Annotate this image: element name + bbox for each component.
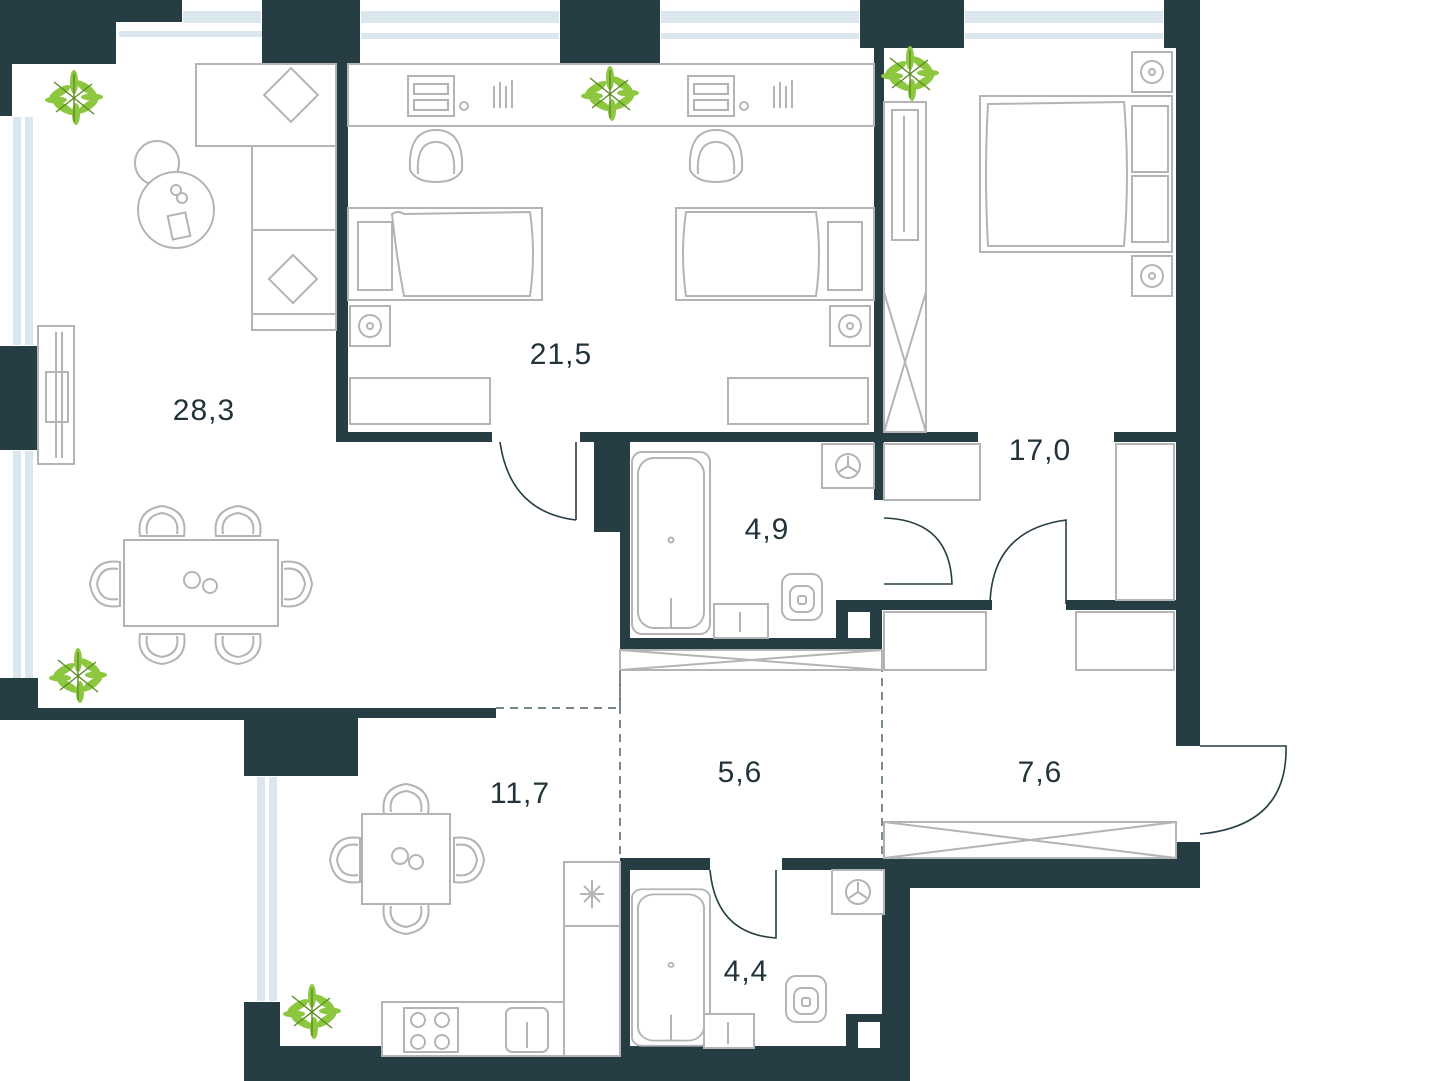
double-bed — [883, 51, 1175, 601]
area-label-kitchen: 11,7 — [489, 777, 551, 810]
kitchen-furniture — [329, 783, 621, 1057]
area-label-bathroom-2: 4,4 — [723, 955, 769, 988]
area-label-entrance-hall: 7,6 — [1017, 756, 1063, 789]
dining-table — [89, 505, 313, 665]
bathroom-1-fixtures — [631, 443, 875, 639]
tv-unit — [37, 325, 75, 465]
bed-right — [675, 207, 875, 425]
area-label-hall: 5,6 — [717, 756, 763, 789]
bed-left — [347, 207, 543, 425]
wardrobe — [883, 101, 927, 433]
sofa — [195, 63, 337, 331]
area-label-bathroom-1: 4,9 — [744, 513, 790, 546]
coffee-table — [134, 140, 215, 249]
doors — [496, 441, 1287, 939]
area-label-kids-bedroom: 21,5 — [529, 338, 593, 371]
bathroom-2-fixtures — [631, 869, 885, 1049]
area-label-master-bedroom: 17,0 — [1008, 434, 1072, 467]
area-label-living-room: 28,3 — [172, 394, 236, 427]
hall-fixtures — [619, 611, 1177, 859]
